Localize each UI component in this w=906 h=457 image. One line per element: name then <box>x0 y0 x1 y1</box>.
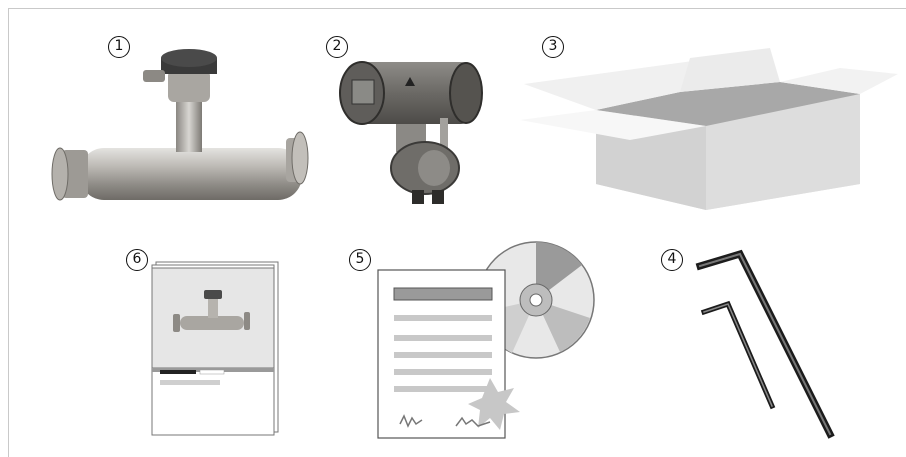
quick-start-manual-icon <box>151 261 279 436</box>
callout-number-4: 4 <box>661 249 683 271</box>
flowmeter-sensor-icon <box>51 49 309 201</box>
illustration-frame <box>8 8 906 457</box>
transmitter-housing-icon <box>339 61 483 204</box>
certificate-and-cd-icon <box>377 241 595 439</box>
callout-number-1: 1 <box>108 36 130 58</box>
callout-number-6: 6 <box>126 249 148 271</box>
callout-number-5: 5 <box>349 249 371 271</box>
packaging-box-icon <box>520 48 898 210</box>
allen-keys-icon <box>695 249 835 439</box>
callout-number-3: 3 <box>542 36 564 58</box>
callout-number-2: 2 <box>326 36 348 58</box>
